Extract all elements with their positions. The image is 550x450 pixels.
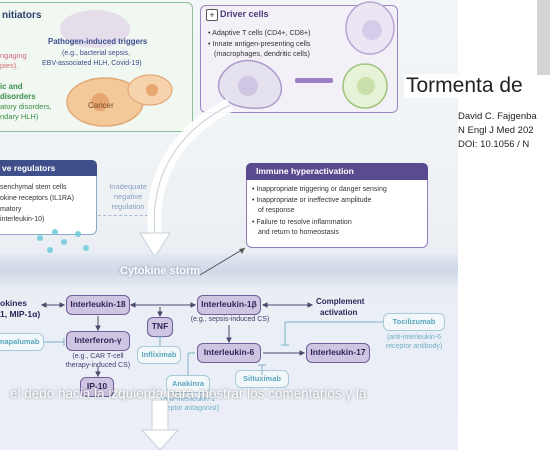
plus-icon: + — [206, 9, 218, 21]
initiator-left-6: ndary HLH) — [0, 112, 39, 121]
negative-line-1: senchymal stem cells — [0, 184, 67, 191]
pathogen-title: Pathogen-induced triggers — [48, 37, 148, 46]
anakinra-sub-2: receptor antagonist) — [156, 405, 220, 412]
tocilizumab-sub-2: receptor antibody) — [385, 343, 443, 350]
complement-label-1: Complement — [316, 297, 365, 306]
molecule-dots — [37, 229, 89, 253]
hyper-bullet-1: • Inappropriate triggering or danger sen… — [252, 186, 387, 193]
emapalumab-node: mapalumab — [0, 333, 44, 351]
figure-image: nitiators Pathogen-induced triggers (e.g… — [0, 0, 458, 450]
cytokine-storm-band — [0, 253, 458, 287]
slide-doi: DOI: 10.1056 / N — [458, 139, 530, 150]
inadequate-3: regulation — [111, 202, 145, 211]
slide-title: Tormenta de — [404, 74, 525, 98]
hyper-bullet-2b: of response — [258, 207, 295, 214]
hyper-bullet-3: • Failure to resolve inflammation — [252, 219, 352, 226]
driver-bullet-2: • Innate antigen-presenting cells — [208, 39, 311, 48]
negative-heading: ve regulators — [2, 163, 56, 173]
swipe-caption: el dedo hacia la izquierda para mostrar … — [10, 386, 367, 401]
pathogen-desc-1: (e.g., bacterial sepsis, — [62, 50, 131, 57]
anakinra-node: Anakinra — [166, 375, 210, 393]
inadequate-1: Inadequate — [109, 182, 147, 191]
anakinra-sub-1: (anti-interleukin-1 — [160, 396, 216, 403]
slide-journal: N Engl J Med 202 — [458, 125, 534, 136]
ifn-subtitle-2: therapy-induced CS) — [65, 362, 131, 369]
interleukin-17-node: Interleukin-17 — [306, 343, 370, 363]
ifn-subtitle-1: (e.g., CAR T-cell — [72, 353, 124, 360]
hyper-heading-bar — [246, 163, 428, 180]
initiator-left-2: pies). — [0, 61, 19, 70]
initiator-left-3: ic and — [0, 82, 23, 91]
pathogen-desc-2: EBV-associated HLH, Covid-19) — [42, 60, 142, 67]
ip-10-node: IP-10 — [80, 377, 114, 397]
driver-cells-illustration — [217, 1, 395, 109]
initiator-left-1: ngaging — [0, 51, 27, 60]
bottom-arrow — [140, 400, 180, 450]
tocilizumab-node: Tocilizumab — [383, 313, 445, 331]
il1b-subtitle: (e.g., sepsis-induced CS) — [190, 316, 270, 323]
interleukin-18-node: Interleukin-18 — [66, 295, 130, 315]
storm-to-hyper-arrow — [199, 247, 246, 276]
interleukin-1b-node: Interleukin-1β — [197, 295, 261, 315]
cytokines-label: okines — [0, 298, 27, 308]
pathogen-illustration — [60, 10, 130, 48]
initiator-left-4: disorders — [0, 92, 36, 101]
mip-label: 1, MIP-1α) — [0, 309, 41, 319]
hyper-heading: Immune hyperactivation — [256, 166, 354, 176]
cytokine-storm-label: Cytokine storm — [120, 265, 201, 277]
slide-author: David C. Fajgenba — [458, 111, 537, 122]
driver-heading: Driver cells — [220, 9, 269, 19]
complement-label-2: activation — [320, 308, 358, 317]
driver-bullet-1: • Adaptive T cells (CD4+, CD8+) — [208, 28, 311, 37]
inadequate-dashed-line — [98, 215, 148, 216]
cancer-cells-illustration — [66, 74, 173, 127]
initiators-heading: nitiators — [2, 10, 42, 21]
driver-bullet-3: (macrophages, dendritic cells) — [214, 49, 310, 58]
interferon-gamma-node: Interferon-γ — [66, 331, 130, 351]
negative-line-3: matory — [0, 206, 22, 213]
inadequate-2: negative — [113, 192, 143, 201]
initiator-left-5: atory disorders, — [0, 102, 52, 111]
hyper-bullet-2: • Inappropriate or ineffective amplitude — [252, 197, 372, 204]
negative-heading-bar — [0, 160, 97, 176]
cascade-connectors — [40, 302, 383, 378]
curved-arrow — [139, 98, 234, 258]
cancer-label: Cancer — [88, 101, 114, 110]
infliximab-node: Infliximab — [137, 346, 181, 364]
negative-line-4: interleukin-10) — [0, 216, 45, 223]
tocilizumab-sub-1: (anti-interleukin-6 — [386, 334, 442, 341]
hyper-bullet-3b: and return to homeostasis — [258, 229, 339, 236]
interleukin-6-node: Interleukin-6 — [197, 343, 261, 363]
negative-line-2: okine receptors (IL1RA) — [0, 195, 74, 202]
gray-block — [537, 0, 550, 75]
